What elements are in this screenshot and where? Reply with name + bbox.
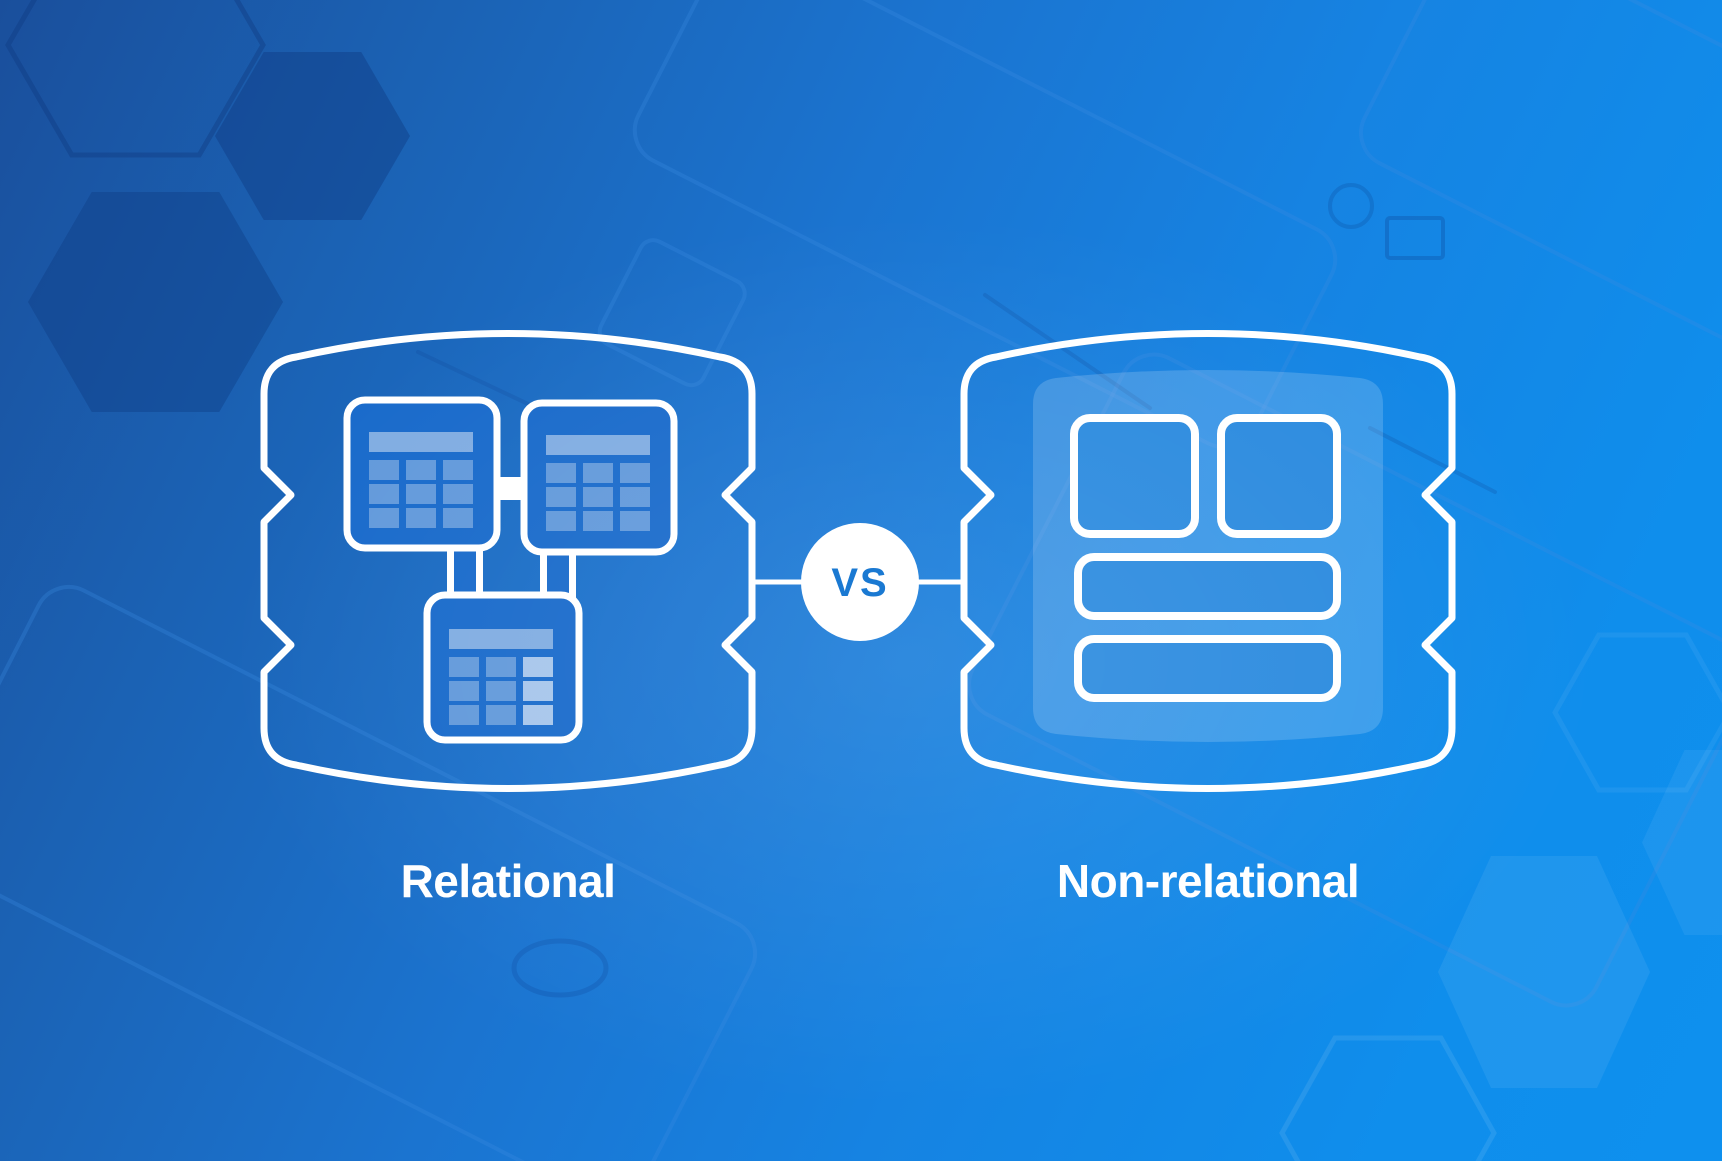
circuit-outline-small-square <box>597 238 747 388</box>
diagonal-lines <box>416 293 1497 494</box>
table-card <box>520 399 678 556</box>
non-relational-database-icon <box>964 334 1452 789</box>
circuit-outline <box>1359 0 1722 375</box>
hexagon-outline <box>5 0 266 158</box>
small-circle-outline <box>1328 183 1374 229</box>
document-icon <box>1070 414 1341 702</box>
circuit-outline <box>632 0 1338 449</box>
table-card <box>423 591 583 744</box>
hexagon-outline <box>1552 632 1722 793</box>
table-header-row <box>449 629 553 649</box>
table-highlight-column <box>523 657 553 725</box>
small-square-outline <box>1385 216 1445 260</box>
document-block-square <box>1217 414 1341 538</box>
connector-core <box>454 536 476 604</box>
table-cells <box>449 657 516 725</box>
non-relational-label: Non-relational <box>1056 855 1360 907</box>
ellipse-outline <box>511 938 609 998</box>
diagonal-line <box>1368 426 1497 494</box>
table-icon <box>520 399 678 556</box>
diagonal-line <box>416 350 547 414</box>
circuit-outline <box>0 585 758 1161</box>
light-hexagon-cluster <box>1279 632 1722 1161</box>
vs-badge <box>801 523 919 641</box>
document-block-square <box>1070 414 1199 538</box>
dark-hexagon-cluster <box>5 0 410 412</box>
hexagon <box>1642 750 1722 935</box>
table-card <box>343 396 501 552</box>
relational-label: Relational <box>400 855 616 907</box>
document-block-bar <box>1074 553 1341 620</box>
relational-database-icon <box>264 334 752 789</box>
hexagon-outline <box>1279 1035 1497 1161</box>
hexagon <box>1438 856 1650 1088</box>
table-cells <box>546 463 650 531</box>
table-header-row <box>546 435 650 455</box>
document-block-bar <box>1074 635 1341 702</box>
hexagon <box>215 52 410 220</box>
table-icon <box>343 396 501 552</box>
table-cells <box>369 460 473 528</box>
vs-badge-label: VS <box>831 561 889 605</box>
hexagon <box>28 192 283 412</box>
diagonal-line <box>983 293 1152 410</box>
table-header-row <box>369 432 473 452</box>
table-icon-highlighted-column <box>423 591 583 744</box>
connector-core <box>547 540 569 604</box>
circuit-outline <box>967 352 1722 1008</box>
